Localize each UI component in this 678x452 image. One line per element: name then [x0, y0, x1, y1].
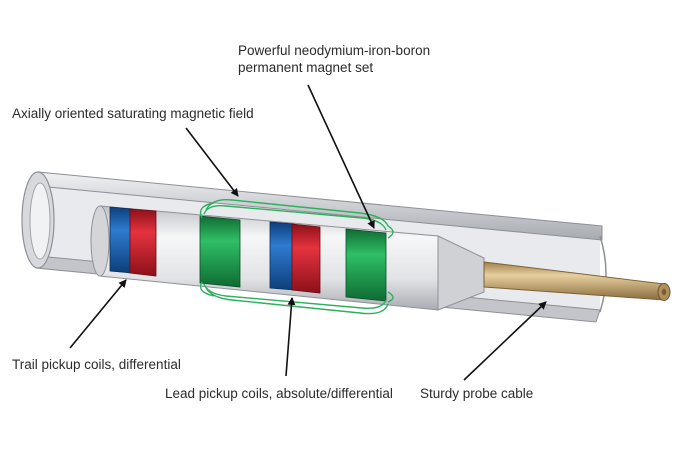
label-cable: Sturdy probe cable [420, 386, 533, 401]
magnet-left [199, 215, 241, 288]
field-loop-top-right [387, 225, 394, 239]
tube-left-opening-inner [29, 182, 51, 260]
tube-right-end [599, 235, 607, 313]
arrow-lead-coils [285, 297, 296, 377]
field-loop-bottom-left [199, 281, 215, 297]
field-loop-top-left [199, 202, 215, 219]
probe-cable [483, 261, 671, 301]
field-loop-bottom-right [387, 291, 394, 303]
lead-coil-red [291, 223, 321, 294]
cable-core [661, 288, 667, 296]
trail-pickup-coils [109, 206, 157, 277]
magnet-set [199, 215, 387, 302]
label-field: Axially oriented saturating magnetic fie… [12, 106, 254, 121]
label-magnet-line2: permanent magnet set [238, 60, 373, 75]
trail-coil-red [129, 208, 157, 277]
arrow-cable [463, 301, 547, 381]
label-magnet-line1: Powerful neodymium-iron-boron [238, 43, 430, 58]
arrow-trail-coils [69, 279, 127, 349]
arrow-magnet [307, 84, 375, 229]
labels: Powerful neodymium-iron-boron permanent … [12, 43, 533, 401]
probe-rear-cap [90, 205, 110, 277]
label-trail-coils: Trail pickup coils, differential [12, 357, 181, 372]
probe-nose [437, 235, 485, 311]
field-line-top-2 [203, 204, 387, 231]
leader-arrows [69, 84, 547, 381]
label-lead-coils: Lead pickup coils, absolute/differential [165, 386, 393, 401]
lead-coil-blue [269, 221, 295, 291]
lead-pickup-coils [269, 221, 321, 294]
magnet-right [345, 228, 387, 302]
arrow-field [185, 127, 239, 197]
field-line-bottom-1 [205, 287, 389, 315]
trail-coil-blue [109, 206, 133, 274]
